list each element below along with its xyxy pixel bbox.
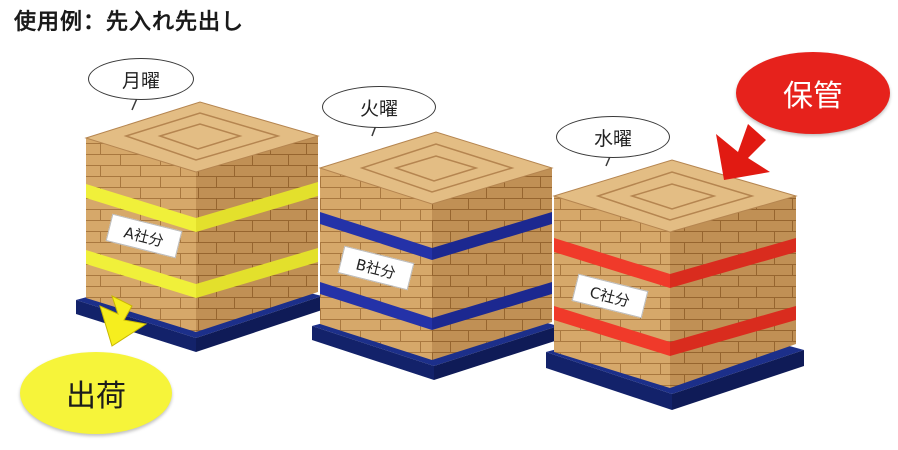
pallet-c-band-front <box>554 238 670 288</box>
shipping-label: 出荷 <box>20 352 172 434</box>
storage-arrow-icon <box>716 124 770 180</box>
pallet-a-top-face <box>84 101 320 173</box>
pallet-c-top-face <box>552 159 798 233</box>
pallet-b-band-front <box>320 212 432 260</box>
pallet-a-band-front <box>86 184 196 232</box>
pallet-a-band-side <box>196 182 318 232</box>
storage-label: 保管 <box>736 52 890 134</box>
page-title: 使用例：先入れ先出し <box>14 10 245 35</box>
day-bubble-a: 月曜 <box>88 58 194 100</box>
shipping-arrow-icon <box>99 295 148 347</box>
pallet-b-top-face <box>318 131 554 205</box>
day-bubble-b: 火曜 <box>322 86 436 128</box>
pallet-a-top-pattern <box>123 112 281 161</box>
day-bubble-c: 水曜 <box>556 116 670 158</box>
pallet-a-base-side <box>196 296 322 352</box>
